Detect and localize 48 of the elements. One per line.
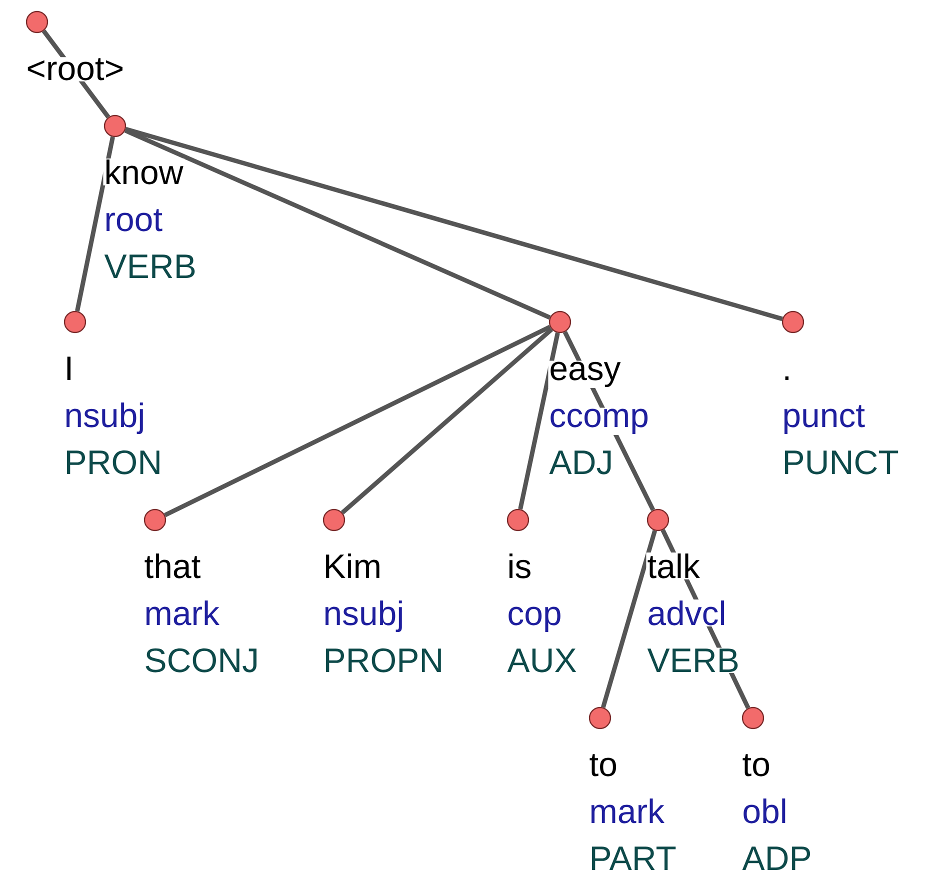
tree-node-dot [782, 310, 804, 334]
tag-label: PROPN [322, 647, 445, 674]
tree-edge [518, 332, 560, 510]
tree-node-dot [144, 508, 166, 532]
word-label: . [781, 375, 793, 381]
tree-node-dot [64, 310, 86, 334]
tag-label: AUX [506, 648, 578, 674]
tag-label: VERB [646, 648, 740, 673]
relation-label: root [103, 208, 164, 232]
tree-node-dot [104, 114, 126, 138]
relation-label: cop [506, 606, 563, 634]
tree-node-dot [322, 508, 346, 532]
word-label: Kim [322, 552, 383, 579]
tree-edge [164, 324, 552, 518]
tree-edge [340, 328, 554, 514]
tag-label: ADP [741, 846, 813, 871]
tag-label: PRON [63, 449, 164, 476]
tree-edge [125, 126, 783, 322]
word-label: <root> [25, 57, 126, 82]
relation-label: mark [143, 599, 220, 626]
tree-edge [600, 530, 658, 708]
word-label: easy [548, 360, 622, 388]
tag-label: PUNCT [781, 449, 900, 476]
tree-node-dot [742, 706, 764, 730]
tag-label: SCONJ [143, 647, 260, 674]
tree-node-dot [26, 10, 48, 34]
relation-label: ccomp [548, 408, 650, 436]
word-label: I [63, 356, 75, 381]
relation-label: advcl [646, 599, 728, 626]
word-label: to [588, 753, 618, 778]
tag-label: VERB [103, 254, 198, 279]
tree-node-dot [646, 508, 670, 532]
relation-label: punct [781, 404, 866, 436]
tree-node-dot [548, 310, 572, 334]
relation-label: nsubj [322, 599, 406, 634]
word-label: to [741, 753, 772, 778]
word-label: that [143, 552, 202, 580]
tree-node-dot [588, 706, 612, 730]
tree-edge [75, 136, 115, 312]
word-label: know [103, 158, 184, 186]
tree-node-dot [506, 508, 530, 532]
word-label: is [506, 552, 533, 580]
relation-label: nsubj [63, 401, 146, 436]
relation-label: obl [741, 797, 788, 824]
tag-label: ADJ [548, 450, 614, 476]
relation-label: mark [588, 797, 666, 824]
tag-label: PART [588, 846, 678, 871]
word-label: talk [646, 552, 701, 580]
